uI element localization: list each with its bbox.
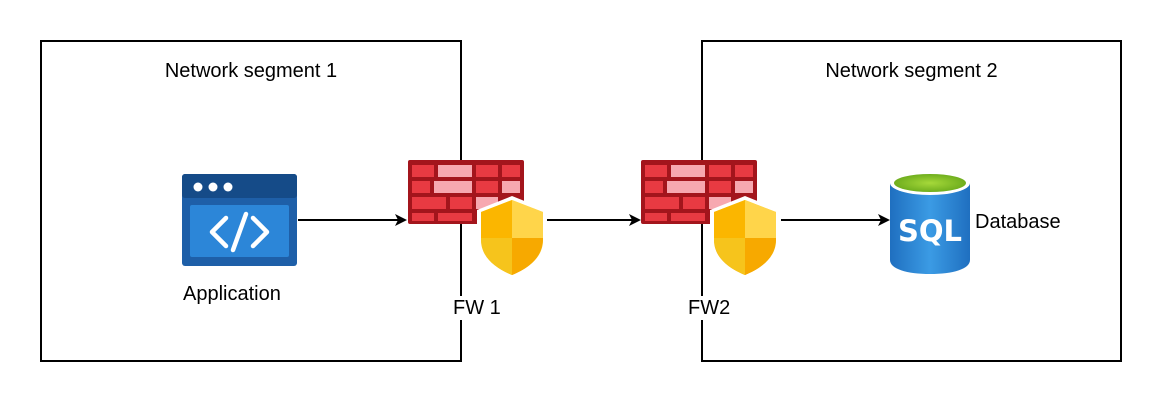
- application-label: Application: [183, 283, 281, 305]
- firewall-shield-icon: [408, 160, 547, 280]
- fw2-label: FW2: [686, 296, 733, 320]
- firewall-shield-icon: [641, 160, 780, 280]
- sql-icon-text: SQL: [898, 214, 962, 248]
- fw1-label: FW 1: [451, 296, 503, 320]
- segment-1-title: Network segment 1: [164, 60, 338, 82]
- sql-database-icon: SQL: [890, 171, 970, 274]
- database-label: Database: [975, 211, 1061, 233]
- code-window-icon: [182, 174, 297, 266]
- segment-2-title: Network segment 2: [825, 60, 998, 82]
